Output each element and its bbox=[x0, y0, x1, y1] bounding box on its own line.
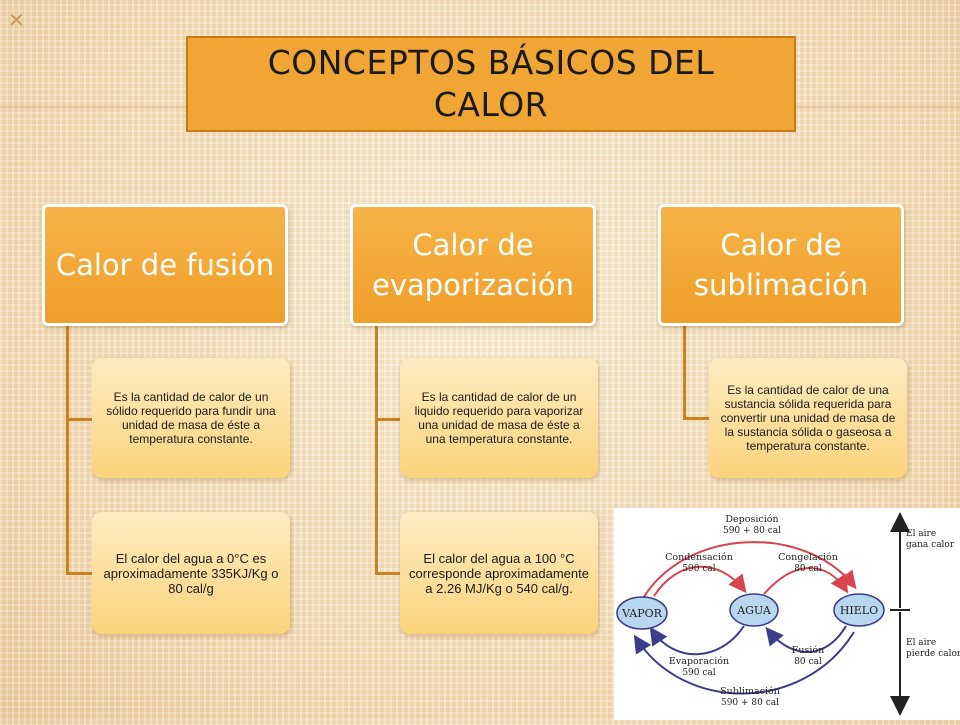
phase-change-diagram: VAPOR AGUA HIELO Deposición 590 + 80 cal… bbox=[614, 508, 960, 720]
detail-fusion-definition-text: Es la cantidad de calor de un sólido req… bbox=[106, 390, 276, 446]
congelacion-value: 80 cal bbox=[794, 564, 822, 574]
deposicion-value: 590 + 80 cal bbox=[723, 526, 781, 536]
heading-calor-evaporizacion: Calor de evaporización bbox=[350, 204, 596, 326]
heading-calor-sublimacion: Calor de sublimación bbox=[658, 204, 904, 326]
sublimacion-name: Sublimación bbox=[720, 686, 780, 697]
deposicion-name: Deposición bbox=[725, 514, 778, 525]
state-vapor-label: VAPOR bbox=[621, 607, 663, 620]
detail-fusion-water-text: El calor del agua a 0°C es aproximadamen… bbox=[103, 550, 279, 596]
gain-heat-line2: gana calor bbox=[906, 540, 955, 550]
condensacion-name: Condensación bbox=[665, 552, 733, 563]
arrow-condensacion bbox=[653, 565, 747, 597]
state-hielo bbox=[833, 593, 885, 627]
heading-calor-fusion-label: Calor de fusión bbox=[55, 248, 275, 282]
state-agua-label: AGUA bbox=[736, 604, 772, 617]
detail-sublimacion-definition-text: Es la cantidad de calor de una sustancia… bbox=[720, 383, 896, 453]
connector-evaporizacion-detail-1 bbox=[375, 418, 401, 421]
state-hielo-label: HIELO bbox=[840, 604, 878, 617]
detail-fusion-definition: Es la cantidad de calor de un sólido req… bbox=[92, 358, 290, 478]
heading-calor-sublimacion-label: Calor de sublimación bbox=[693, 228, 869, 302]
detail-evaporizacion-water-text: El calor del agua a 100 °C corresponde a… bbox=[409, 550, 589, 596]
arrow-evaporacion bbox=[649, 625, 745, 656]
connector-evaporizacion-vertical bbox=[375, 326, 378, 574]
detail-evaporizacion-definition-text: Es la cantidad de calor de un liquido re… bbox=[414, 390, 584, 446]
gain-heat-line1: El aire bbox=[906, 529, 936, 539]
detail-evaporizacion-water: El calor del agua a 100 °C corresponde a… bbox=[400, 512, 598, 634]
sublimacion-value: 590 + 80 cal bbox=[721, 698, 779, 708]
evaporacion-value: 590 cal bbox=[682, 668, 715, 678]
state-agua bbox=[729, 593, 779, 627]
fusion-name: Fusión bbox=[792, 645, 824, 656]
connector-fusion-detail-1 bbox=[66, 418, 93, 421]
evaporacion-name: Evaporación bbox=[669, 656, 729, 667]
arrow-fusion bbox=[765, 625, 847, 653]
arrow-deposicion bbox=[641, 541, 857, 601]
page-title: CONCEPTOS BÁSICOS DEL CALOR bbox=[267, 43, 715, 124]
heading-calor-fusion: Calor de fusión bbox=[42, 204, 288, 326]
connector-fusion-vertical bbox=[66, 326, 69, 574]
arrow-sublimacion bbox=[633, 631, 855, 695]
heading-calor-evaporizacion-label: Calor de evaporización bbox=[371, 228, 575, 302]
arrow-congelacion bbox=[763, 567, 849, 595]
state-vapor bbox=[616, 596, 668, 630]
connector-evaporizacion-detail-2 bbox=[375, 572, 401, 575]
detail-fusion-water: El calor del agua a 0°C es aproximadamen… bbox=[92, 512, 290, 634]
congelacion-name: Congelación bbox=[778, 552, 838, 563]
condensacion-value: 590 cal bbox=[682, 564, 715, 574]
lose-heat-line2: pierde calor bbox=[906, 649, 960, 659]
detail-sublimacion-definition: Es la cantidad de calor de una sustancia… bbox=[709, 358, 907, 478]
connector-fusion-detail-2 bbox=[66, 572, 93, 575]
detail-evaporizacion-definition: Es la cantidad de calor de un liquido re… bbox=[400, 358, 598, 478]
title-box: CONCEPTOS BÁSICOS DEL CALOR bbox=[186, 36, 796, 132]
connector-sublimacion-vertical bbox=[683, 326, 686, 419]
lose-heat-line1: El aire bbox=[906, 638, 936, 648]
connector-sublimacion-detail-1 bbox=[683, 417, 710, 420]
corner-mark-icon: ✕ bbox=[8, 8, 25, 32]
phase-change-svg: VAPOR AGUA HIELO Deposición 590 + 80 cal… bbox=[616, 512, 960, 716]
fusion-value: 80 cal bbox=[794, 657, 822, 667]
